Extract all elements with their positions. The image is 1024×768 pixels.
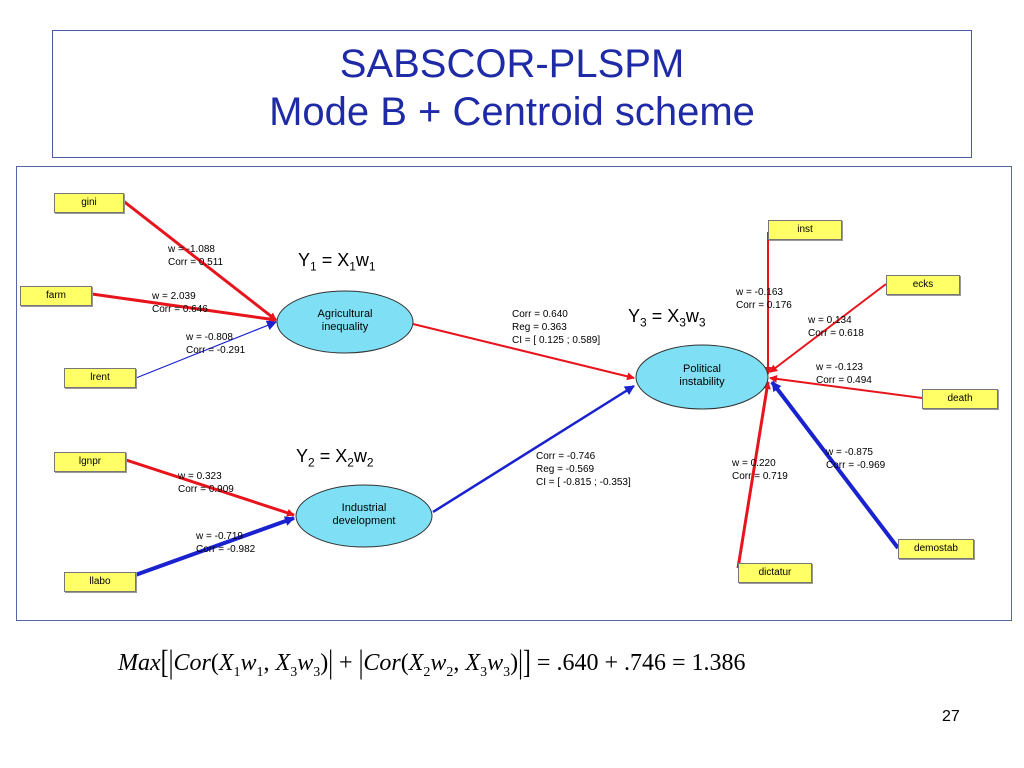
weight-value: w = -1.088 <box>168 244 215 255</box>
arrow-agr-pol <box>412 323 635 381</box>
corr-value: Corr = 0.618 <box>808 328 864 339</box>
path-corr: Corr = -0.746 <box>536 451 596 462</box>
path-reg: Reg = 0.363 <box>512 322 567 333</box>
corr-value: Corr = 0.909 <box>178 484 234 495</box>
latent-label-line: Agricultural <box>317 308 373 320</box>
corr-value: Corr = 0.494 <box>816 375 872 386</box>
weight-value: w = -0.719 <box>196 531 243 542</box>
latent-industrial-development-shape <box>295 484 433 548</box>
corr-value: Corr = 0.719 <box>732 471 788 482</box>
arrow-lgnpr <box>125 458 295 517</box>
arrow-lrent <box>135 320 277 379</box>
arrow-ind-pol <box>432 384 635 514</box>
path-label-agr-pol: Corr = 0.640 Reg = 0.363 CI = [ 0.125 ; … <box>512 308 600 347</box>
mv-gini: gini <box>54 193 124 213</box>
title-box: SABSCOR-PLSPM Mode B + Centroid scheme <box>52 30 972 158</box>
equation-y1: Y1 = X1w1 <box>298 250 376 274</box>
mv-dictatur: dictatur <box>738 563 812 583</box>
mv-farm: farm <box>20 286 92 306</box>
arrow-demostab <box>770 380 900 550</box>
weight-value: w = -0.163 <box>736 287 783 298</box>
objective-formula: Max[|Cor(X1w1, X3w3)| + |Cor(X2w2, X3w3)… <box>118 645 746 681</box>
weight-value: w = 0.220 <box>732 458 776 469</box>
diagram-frame <box>16 166 1012 621</box>
latent-industrial-development: Industrial development <box>304 502 424 528</box>
corr-value: Corr = 0.646 <box>152 304 208 315</box>
corr-value: Corr = -0.291 <box>186 345 246 356</box>
arrow-dictatur <box>736 381 771 569</box>
slide-subtitle: Mode B + Centroid scheme <box>269 90 755 134</box>
arrow-ecks <box>769 283 887 373</box>
slide-title: SABSCOR-PLSPM <box>339 42 685 86</box>
latent-political-instability-shape <box>635 344 769 410</box>
path-ci: CI = [ 0.125 ; 0.589] <box>512 335 601 346</box>
weight-value: w = 0.134 <box>808 315 852 326</box>
mv-lrent: lrent <box>64 368 136 388</box>
latent-label-line: development <box>332 515 396 527</box>
path-reg: Reg = -0.569 <box>536 464 595 475</box>
arrow-gini <box>121 198 277 322</box>
corr-value: Corr = 0.176 <box>736 300 792 311</box>
latent-label-line: inequality <box>321 321 369 333</box>
latent-label-line: Political <box>683 363 721 375</box>
weight-value: w = -0.808 <box>186 332 233 343</box>
page-number: 27 <box>942 708 960 725</box>
latent-agricultural-inequality: Agricultural inequality <box>285 308 405 334</box>
arrow-death <box>769 374 923 399</box>
weight-value: w = -0.123 <box>816 362 863 373</box>
arrow-farm <box>91 292 277 323</box>
path-corr: Corr = 0.640 <box>512 309 568 320</box>
mv-demostab: demostab <box>898 539 974 559</box>
weight-value: w = 0.323 <box>178 471 222 482</box>
weight-value: w = 2.039 <box>152 291 196 302</box>
latent-label-line: instability <box>679 376 725 388</box>
arrow-llabo <box>115 516 295 584</box>
mv-inst: inst <box>768 220 842 240</box>
mv-lgnpr: lgnpr <box>54 452 126 472</box>
mv-ecks: ecks <box>886 275 960 295</box>
latent-label-line: Industrial <box>341 502 387 514</box>
mv-death: death <box>922 389 998 409</box>
equation-y2: Y2 = X2w2 <box>296 446 374 470</box>
latent-agricultural-inequality-shape <box>276 290 414 354</box>
path-label-ind-pol: Corr = -0.746 Reg = -0.569 CI = [ -0.815… <box>536 450 631 489</box>
corr-value: Corr = -0.969 <box>826 460 886 471</box>
latent-political-instability: Political instability <box>642 363 762 389</box>
equation-y3: Y3 = X3w3 <box>628 306 706 330</box>
weight-value: w = -0.875 <box>826 447 873 458</box>
corr-value: Corr = 0.511 <box>168 257 224 268</box>
path-ci: CI = [ -0.815 ; -0.353] <box>536 477 631 488</box>
corr-value: Corr = -0.982 <box>196 544 256 555</box>
mv-llabo: llabo <box>64 572 136 592</box>
